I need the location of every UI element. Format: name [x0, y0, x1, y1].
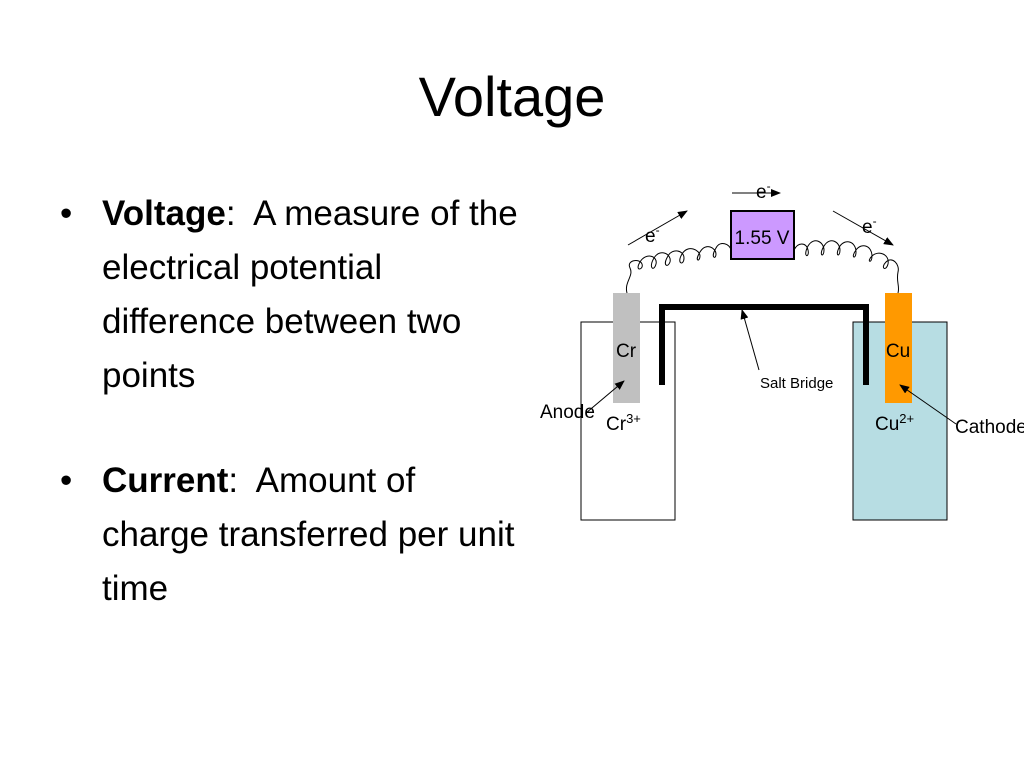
bullet-voltage: • Voltage: A measure of the electrical p…	[58, 187, 528, 403]
anode-pointer-icon	[585, 380, 625, 414]
electron-label-right: e-	[862, 214, 877, 238]
electron-label-left: e-	[645, 223, 660, 247]
voltmeter	[730, 210, 795, 260]
term-separator: :	[225, 194, 254, 233]
electron-arrow-right-icon	[832, 210, 894, 246]
electron-label-top: e-	[756, 179, 771, 203]
bullet-current: • Current: Amount of charge transferred …	[58, 454, 528, 616]
electron-arrow-left-icon	[627, 210, 688, 246]
chromium-electrode-label: Cr	[616, 341, 637, 362]
anode-label: Anode	[540, 402, 595, 423]
right-wire	[793, 240, 900, 294]
slide-title: Voltage	[418, 65, 606, 128]
copper-electrode-label: Cu	[886, 341, 910, 362]
term-voltage: Voltage	[102, 194, 226, 233]
definition-current: Amount of charge transferred per unit ti…	[102, 461, 515, 608]
salt-bridge-pointer-icon	[740, 309, 760, 371]
bullet-dot-icon: •	[60, 461, 73, 500]
definition-voltage: A measure of the electrical potential di…	[102, 194, 518, 395]
copper-ion-label: Cu2+	[875, 411, 914, 435]
salt-bridge-label: Salt Bridge	[760, 375, 833, 392]
voltmeter-reading: 1.55 V	[735, 228, 790, 249]
bullet-dot-icon: •	[60, 194, 73, 233]
salt-bridge	[659, 304, 869, 385]
term-separator: :	[228, 461, 256, 500]
left-wire	[625, 243, 732, 294]
cathode-label: Cathode	[955, 417, 1024, 438]
cathode-pointer-icon	[899, 384, 957, 425]
term-current: Current	[102, 461, 229, 500]
chromium-ion-label: Cr3+	[606, 411, 641, 435]
bullet-list: • Voltage: A measure of the electrical p…	[58, 187, 528, 616]
